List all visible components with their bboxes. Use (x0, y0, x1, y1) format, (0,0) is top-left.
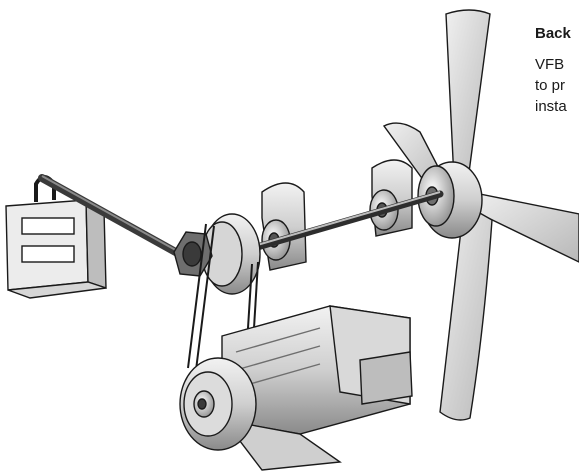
caption-line-2: to pr (535, 77, 566, 94)
damper-icon (5, 175, 107, 299)
bearing-block-left (261, 182, 307, 271)
caption-line-1: VFB (535, 56, 565, 73)
caption: Back VFB to pr insta (535, 24, 579, 117)
caption-line-3: insta (535, 98, 567, 115)
fan-shaft (236, 190, 444, 256)
caption-title: Back (535, 25, 571, 42)
drive-shaft (38, 174, 194, 264)
fan-blade-icon (382, 9, 579, 421)
motor-pulley (179, 357, 257, 451)
bearing-block-right (369, 159, 413, 237)
motor-icon (221, 305, 413, 471)
driven-pulley (173, 213, 261, 295)
